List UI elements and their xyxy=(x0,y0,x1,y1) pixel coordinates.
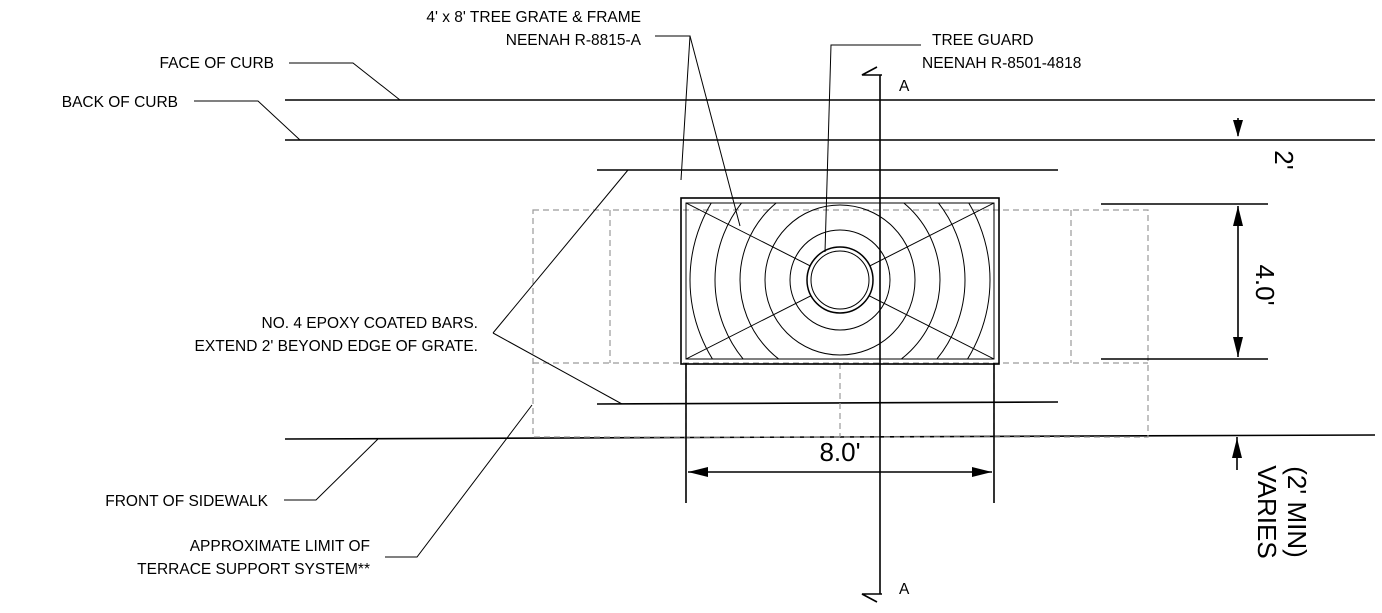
tree-grate xyxy=(680,197,1000,365)
terrace-varies-dim-text-1: VARIES xyxy=(1252,465,1282,558)
face-of-curb-leader xyxy=(289,62,401,101)
epoxy-bars-leader xyxy=(492,169,629,334)
front-of-sidewalk-label: FRONT OF SIDEWALK xyxy=(105,493,268,510)
dimension-grate-width xyxy=(1101,203,1268,360)
dimension-grate-length xyxy=(685,363,995,503)
epoxy-bar-bottom xyxy=(596,401,1059,405)
epoxy-bars-label-2: EXTEND 2' BEYOND EDGE OF GRATE. xyxy=(195,338,478,355)
tree-guard-label-2: NEENAH R-8501-4818 xyxy=(922,55,1081,72)
terrace-varies-dim-text-2: (2' MIN) xyxy=(1282,466,1312,558)
dimension-curb-offset xyxy=(1233,118,1243,137)
tree-grate-label-2: NEENAH R-8815-A xyxy=(506,32,642,49)
terrace-limit-label-1: APPROXIMATE LIMIT OF xyxy=(190,538,370,555)
tree-guard-leader xyxy=(824,44,921,253)
epoxy-bars-label-1: NO. 4 EPOXY COATED BARS. xyxy=(262,315,479,332)
terrace-limit-leader xyxy=(385,404,533,558)
section-cut-line xyxy=(861,66,882,603)
tree-guard-label-1: TREE GUARD xyxy=(932,32,1034,49)
tree-grate-leader xyxy=(655,35,691,181)
back-of-curb-label: BACK OF CURB xyxy=(62,94,178,111)
back-of-curb-leader xyxy=(194,100,301,141)
tree-grate-label-1: 4' x 8' TREE GRATE & FRAME xyxy=(426,9,641,26)
grate-width-dim-text: 4.0' xyxy=(1250,264,1280,305)
terrace-limit-label-2: TERRACE SUPPORT SYSTEM** xyxy=(137,561,370,578)
curb-offset-dim-text: 2' xyxy=(1269,150,1299,169)
tree-guard-opening xyxy=(806,246,874,314)
section-mark-top: A xyxy=(899,78,910,95)
front-of-sidewalk-leader xyxy=(284,438,379,501)
grate-length-dim-text: 8.0' xyxy=(819,437,860,467)
face-of-curb-label: FACE OF CURB xyxy=(159,55,274,72)
dimension-terrace-varies xyxy=(1232,437,1242,470)
section-mark-bottom: A xyxy=(899,581,910,598)
